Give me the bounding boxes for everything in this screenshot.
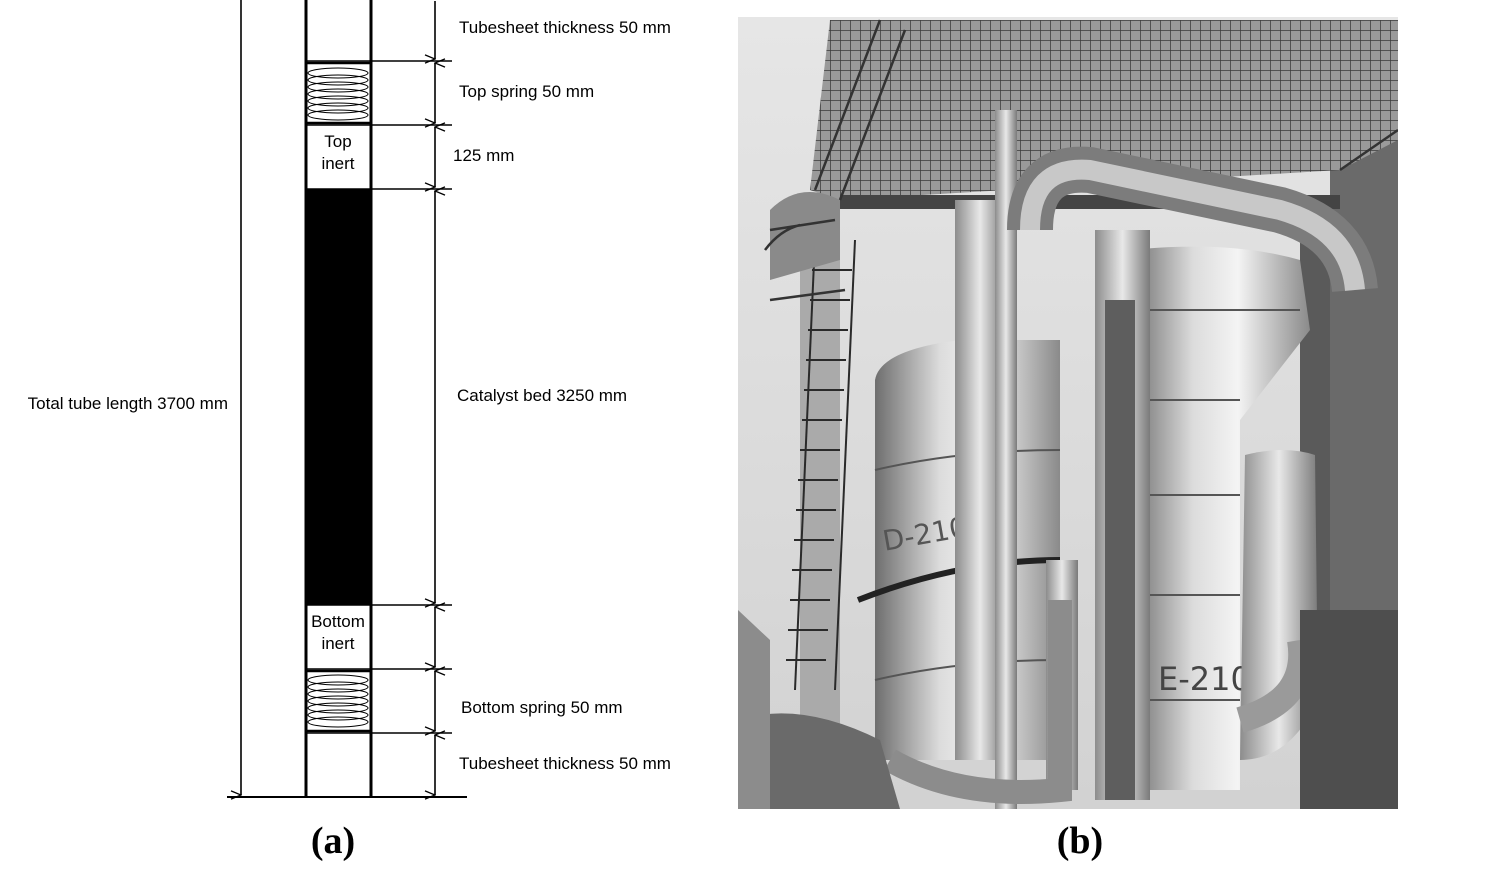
panel-a-caption: (a) [311, 820, 355, 862]
dim-label-top-spring: Top spring 50 mm [459, 82, 594, 101]
dim-label-catalyst-bed: Catalyst bed 3250 mm [457, 386, 627, 405]
top-spring [307, 67, 369, 121]
bottom-inert-label-2: inert [321, 634, 354, 653]
panel-b-caption: (b) [1057, 820, 1103, 862]
vessel-e210-marking: E-210 [1158, 660, 1251, 698]
bottom-spring [307, 674, 369, 728]
bottom-inert-label-1: Bottom [311, 612, 365, 631]
top-inert-label-2: inert [321, 154, 354, 173]
dim-label-bottom-tubesheet: Tubesheet thickness 50 mm [459, 754, 671, 773]
vessel-e210 [1130, 246, 1310, 790]
plant-photo: D-210 E-210 (b) [738, 17, 1398, 862]
total-length-label: Total tube length 3700 mm [28, 394, 228, 413]
dim-label-bottom-spring: Bottom spring 50 mm [461, 698, 623, 717]
catalyst-bed [306, 189, 371, 605]
grated-platform [810, 20, 1398, 200]
tube-diagram: Top inert Bottom inert Total tube length… [28, 0, 671, 862]
ladder [786, 239, 856, 691]
dim-label-top-tubesheet: Tubesheet thickness 50 mm [459, 18, 671, 37]
top-inert-label-1: Top [324, 132, 351, 151]
dim-label-top-inert: 125 mm [453, 146, 514, 165]
